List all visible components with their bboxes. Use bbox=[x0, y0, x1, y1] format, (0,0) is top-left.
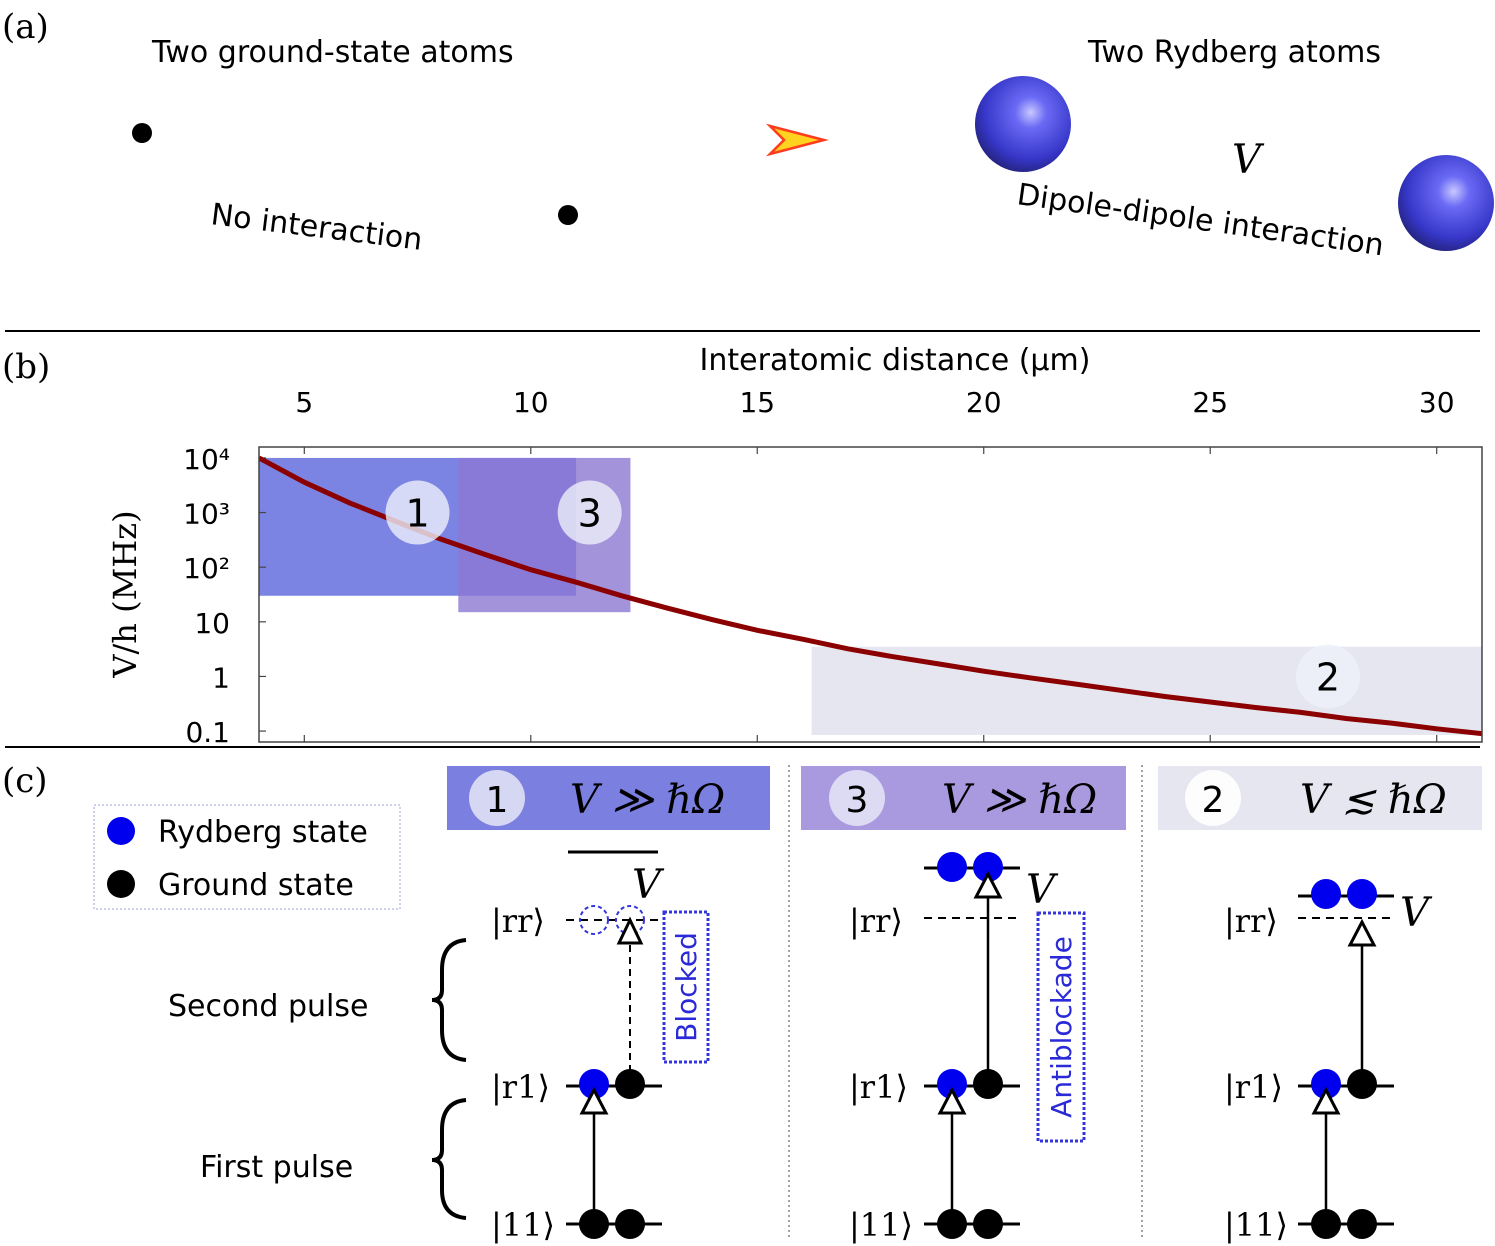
col3-second-arrowhead-icon bbox=[973, 870, 1003, 899]
region-1-label: 1 bbox=[405, 492, 429, 536]
col1-r1-ground-atom bbox=[615, 1069, 645, 1099]
second-pulse-brace bbox=[431, 938, 467, 1062]
col1-state-11: |11⟩ bbox=[491, 1206, 555, 1244]
panel-c-label: (c) bbox=[2, 761, 48, 801]
col3-11-atom-1 bbox=[937, 1209, 967, 1239]
x-axis: 5 10 15 20 25 30 bbox=[295, 386, 1455, 742]
x-tick-label: 25 bbox=[1192, 386, 1228, 419]
ground-atom-1 bbox=[132, 123, 152, 143]
col3-state-11: |11⟩ bbox=[849, 1206, 913, 1244]
col3-shifted-atom-1 bbox=[937, 852, 967, 882]
col1-11-atom-2 bbox=[615, 1209, 645, 1239]
legend: Rydberg state Ground state bbox=[93, 804, 401, 910]
col1-v-label: V bbox=[632, 862, 665, 908]
y-tick-label: 1 bbox=[212, 661, 230, 694]
col3-shifted-atom-2 bbox=[973, 852, 1003, 882]
x-axis-title: Interatomic distance (μm) bbox=[700, 343, 1091, 378]
col2-r1-ground-atom bbox=[1347, 1069, 1377, 1099]
legend-ground-marker bbox=[107, 870, 135, 898]
col2-r1-rydberg-atom bbox=[1311, 1069, 1341, 1099]
y-tick-label: 10² bbox=[183, 552, 230, 585]
col2-11-atom-1 bbox=[1311, 1209, 1341, 1239]
rydberg-atom-1 bbox=[975, 76, 1071, 172]
first-pulse-brace bbox=[431, 1098, 467, 1220]
legend-rydberg-label: Rydberg state bbox=[158, 815, 368, 850]
y-axis-title: V/h (MHz) bbox=[106, 510, 144, 678]
blocked-label: Blocked bbox=[670, 932, 703, 1042]
col1-11-atom-1 bbox=[579, 1209, 609, 1239]
y-tick-label: 0.1 bbox=[185, 716, 230, 749]
col2-second-arrowhead-icon bbox=[1347, 918, 1377, 947]
regime-1-number: 1 bbox=[486, 780, 509, 821]
region-1-badge bbox=[385, 480, 450, 545]
antiblockade-badge bbox=[1036, 911, 1086, 1143]
regime-1-column: 1 V ≫ ℏΩ |rr⟩ |r1⟩ |11⟩ V Blocked bbox=[447, 766, 770, 1244]
y-tick-label: 10³ bbox=[183, 498, 230, 531]
col3-first-arrowhead-icon bbox=[937, 1086, 967, 1115]
col2-11-atom-2 bbox=[1347, 1209, 1377, 1239]
antiblockade-label: Antiblockade bbox=[1045, 936, 1078, 1118]
dipole-interaction-caption: Dipole-dipole interaction bbox=[1015, 177, 1386, 263]
second-pulse-label: Second pulse bbox=[168, 989, 368, 1024]
col1-r1-rydberg-atom bbox=[579, 1069, 609, 1099]
region-3-label: 3 bbox=[578, 492, 602, 536]
y-tick-label: 10⁴ bbox=[183, 443, 230, 476]
regime-2-column: 2 V ≲ ℏΩ |rr⟩ |r1⟩ |11⟩ V bbox=[1158, 766, 1482, 1244]
panel-b-label: (b) bbox=[2, 347, 50, 387]
col2-state-11: |11⟩ bbox=[1224, 1206, 1288, 1244]
col3-r1-rydberg-atom bbox=[937, 1069, 967, 1099]
regime-3-badge bbox=[829, 770, 885, 826]
no-interaction-caption: No interaction bbox=[209, 197, 424, 258]
regime-2-number: 2 bbox=[1202, 780, 1225, 821]
col1-first-arrowhead-icon bbox=[579, 1086, 609, 1115]
x-tick-label: 10 bbox=[513, 386, 549, 419]
col3-v-label: V bbox=[1026, 867, 1059, 913]
col2-shifted-atom-2 bbox=[1347, 879, 1377, 909]
regime-1-relation: V ≫ ℏΩ bbox=[570, 777, 725, 823]
col1-state-rr: |rr⟩ bbox=[491, 902, 545, 940]
region-2-badge bbox=[1295, 644, 1360, 709]
x-tick-label: 20 bbox=[966, 386, 1002, 419]
region-2-label: 2 bbox=[1316, 655, 1340, 699]
ground-atoms-title: Two ground-state atoms bbox=[151, 35, 514, 70]
col3-state-r1: |r1⟩ bbox=[849, 1068, 908, 1106]
x-tick-label: 5 bbox=[295, 386, 313, 419]
region-3-badge bbox=[557, 480, 622, 545]
panel-a-label: (a) bbox=[2, 7, 49, 47]
transition-arrow-icon bbox=[740, 123, 829, 157]
y-axis: 10⁴ 10³ 10² 10 1 0.1 bbox=[183, 443, 266, 749]
col3-r1-ground-atom bbox=[973, 1069, 1003, 1099]
rydberg-atoms-title: Two Rydberg atoms bbox=[1087, 35, 1381, 70]
blocked-badge bbox=[662, 910, 710, 1064]
rydberg-atom-2 bbox=[1398, 155, 1494, 251]
col2-state-rr: |rr⟩ bbox=[1224, 902, 1278, 940]
x-tick-label: 15 bbox=[739, 386, 775, 419]
y-tick-label: 10 bbox=[194, 607, 230, 640]
col3-11-atom-2 bbox=[973, 1209, 1003, 1239]
col1-blocked-atom-1 bbox=[579, 905, 609, 935]
col3-state-rr: |rr⟩ bbox=[849, 902, 903, 940]
regime-3-relation: V ≫ ℏΩ bbox=[942, 777, 1097, 823]
col2-first-arrowhead-icon bbox=[1311, 1086, 1341, 1115]
col1-blocked-arrowhead-icon bbox=[616, 916, 644, 945]
x-tick-label: 30 bbox=[1419, 386, 1455, 419]
interaction-curve bbox=[259, 455, 1482, 737]
regime-3-column: 3 V ≫ ℏΩ |rr⟩ |r1⟩ |11⟩ V Antiblockade bbox=[801, 766, 1126, 1244]
region-labels: 1 3 2 bbox=[385, 480, 1360, 709]
first-pulse-label: First pulse bbox=[200, 1150, 353, 1185]
regime-1-badge bbox=[469, 770, 525, 826]
legend-rydberg-marker bbox=[107, 817, 135, 845]
regime-2-badge bbox=[1185, 770, 1241, 826]
regime-2-relation: V ≲ ℏΩ bbox=[1300, 777, 1447, 823]
interaction-v-symbol: V bbox=[1232, 137, 1265, 183]
legend-ground-label: Ground state bbox=[158, 868, 354, 903]
col2-state-r1: |r1⟩ bbox=[1224, 1068, 1283, 1106]
plot-frame bbox=[258, 446, 1483, 743]
col2-v-label: V bbox=[1400, 890, 1433, 936]
regime-3-number: 3 bbox=[846, 780, 869, 821]
ground-atom-2 bbox=[558, 205, 578, 225]
col1-state-r1: |r1⟩ bbox=[491, 1068, 550, 1106]
col2-shifted-atom-1 bbox=[1311, 879, 1341, 909]
